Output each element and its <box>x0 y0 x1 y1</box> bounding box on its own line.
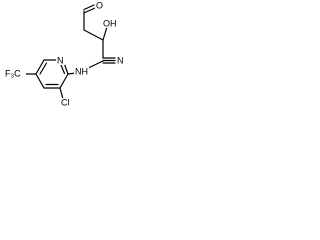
bond-ring-cl <box>59 87 64 100</box>
ring-bond-c5-c6 <box>35 59 45 75</box>
chemical-structure: O OH N NH N Cl F₃C <box>4 0 124 108</box>
atom-label-chlorine: Cl <box>61 97 70 107</box>
ring-bond-c5-c6-inner <box>39 62 48 75</box>
bond-choh-oh <box>102 26 108 41</box>
atom-label-nitrile-nitrogen: N <box>117 55 124 65</box>
atom-label-hydroxyl: OH <box>103 18 117 28</box>
bond-cho-carbonyl-a <box>83 4 95 11</box>
atom-label-trifluoromethyl: F₃C <box>5 68 21 78</box>
atom-label-ring-nitrogen: N <box>57 55 64 65</box>
atom-labels: O OH N NH N Cl F₃C <box>4 0 124 108</box>
ring-bond-c4-c5 <box>35 73 45 89</box>
ring-bond-n1-c2-inner <box>60 64 66 75</box>
atom-label-aldehyde-oxygen: O <box>96 0 103 10</box>
bonds <box>24 4 116 100</box>
ring-bond-c2-c3 <box>59 73 69 89</box>
bond-ch2-choh <box>83 29 104 41</box>
bond-cho-carbonyl-b <box>84 7 96 14</box>
atom-label-amine: NH <box>75 66 88 76</box>
